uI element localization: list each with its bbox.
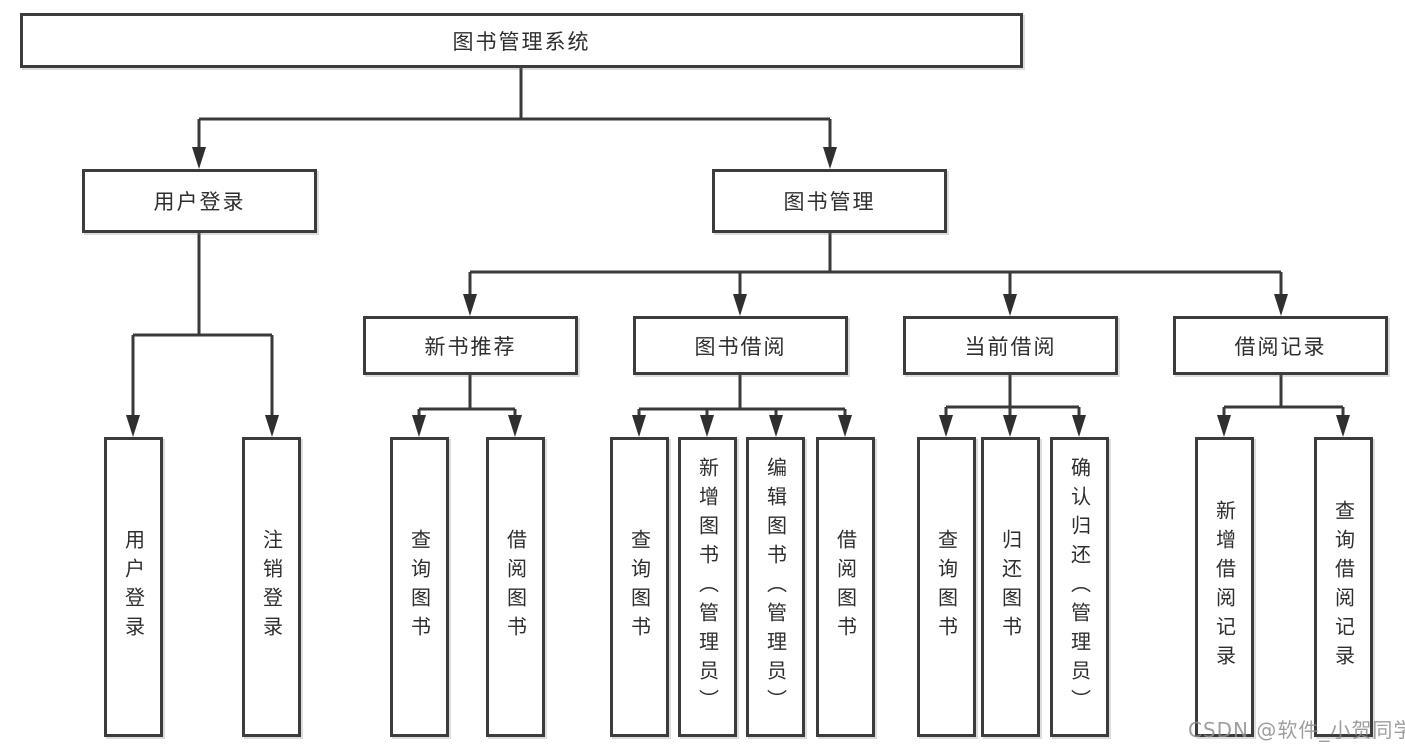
connector-user-login-to-leaves: [131, 233, 274, 419]
leaf-query-books-current: 查询图书: [917, 437, 976, 737]
connector-borrow-records-to-leaves: [1222, 375, 1345, 419]
leaf-add-book-admin: 新增图书（管理员）: [678, 437, 737, 737]
leaf-query-borrow-record: 查询借阅记录: [1314, 437, 1373, 737]
node-borrowing-records: 借阅记录: [1173, 316, 1388, 375]
leaf-edit-book-admin: 编辑图书（管理员）: [746, 437, 805, 737]
node-current-borrowing: 当前借阅: [903, 316, 1118, 375]
leaf-query-books-recommend: 查询图书: [390, 437, 449, 737]
connector-root-to-level2: [197, 68, 832, 150]
arrowheads: [126, 147, 1350, 437]
connector-book-borrowing-to-leaves: [637, 375, 847, 419]
node-book-borrowing: 图书借阅: [633, 316, 848, 375]
leaf-borrow-books-borrowing: 借阅图书: [816, 437, 875, 737]
leaf-user-login: 用户登录: [104, 437, 163, 737]
leaf-confirm-return-admin: 确认归还（管理员）: [1050, 437, 1109, 737]
node-book-management: 图书管理: [712, 169, 947, 233]
connector-new-book-to-leaves: [417, 375, 517, 419]
node-library-management-system: 图书管理系统: [20, 13, 1023, 68]
leaf-return-books: 归还图书: [981, 437, 1040, 737]
csdn-watermark: CSDN @软件_小贺同学: [1188, 718, 1405, 742]
node-new-book-recommendation: 新书推荐: [363, 316, 578, 375]
leaf-query-books-borrowing: 查询图书: [610, 437, 669, 737]
node-user-login: 用户登录: [82, 169, 317, 233]
connector-current-borrowing-to-leaves: [944, 375, 1081, 419]
leaf-borrow-books-recommend: 借阅图书: [486, 437, 545, 737]
leaf-logout: 注销登录: [242, 437, 301, 737]
connector-book-management-to-level3: [468, 233, 1283, 297]
leaf-add-borrow-record: 新增借阅记录: [1195, 437, 1254, 737]
